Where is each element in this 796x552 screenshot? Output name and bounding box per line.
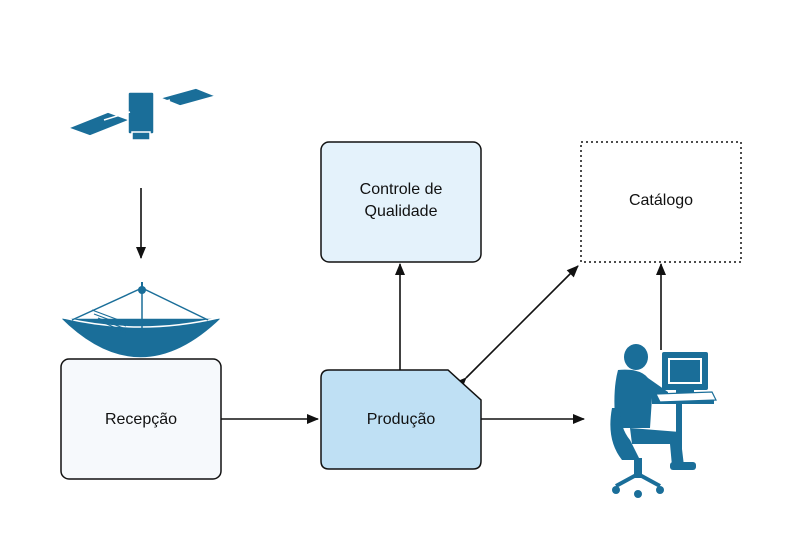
node-controle-qualidade: Controle de Qualidade xyxy=(320,141,482,263)
controle-label-line2: Qualidade xyxy=(365,203,438,220)
node-producao: Produção xyxy=(320,369,482,470)
controle-label-line1: Controle de xyxy=(360,181,443,198)
node-catalogo: Catálogo xyxy=(580,141,742,263)
satellite-icon xyxy=(65,87,219,141)
producao-label: Produção xyxy=(367,411,436,428)
edge-producao-catalogo xyxy=(454,265,579,390)
edges xyxy=(136,188,666,424)
catalogo-label: Catálogo xyxy=(629,192,693,209)
node-recepcao: Recepção xyxy=(60,358,222,480)
user-at-computer-icon xyxy=(610,344,717,498)
recepcao-label: Recepção xyxy=(105,411,177,428)
